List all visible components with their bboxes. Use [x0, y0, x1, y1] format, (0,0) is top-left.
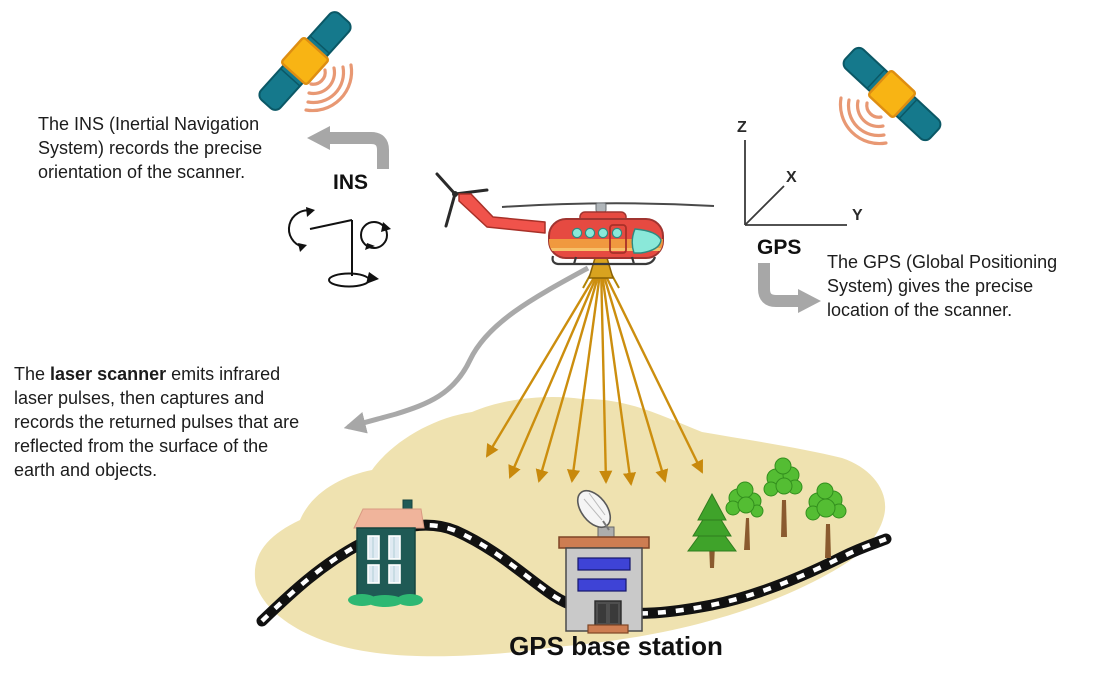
signal-waves-icon	[304, 63, 354, 113]
callout-curve-arrow	[343, 265, 590, 434]
ins-label: INS	[333, 171, 369, 194]
axis-x-label: X	[786, 169, 797, 186]
landing-skids	[551, 255, 657, 266]
pine-tree-icon	[687, 492, 737, 568]
base-station-label: GPS base station	[509, 631, 723, 661]
ins-description: The INS (Inertial Navigation System) rec…	[38, 114, 263, 182]
axis-y-label: Y	[852, 207, 863, 224]
ins-callout-arrow-icon	[307, 126, 389, 169]
laser-description-prefix: The	[14, 364, 51, 384]
tree-icon	[805, 482, 847, 558]
gyroscope-icon	[287, 207, 391, 288]
helicopter-icon	[435, 172, 715, 266]
axis-z-label: Z	[737, 119, 747, 136]
gps-base-station-building	[558, 489, 650, 634]
gps-label: GPS	[757, 236, 802, 259]
house-icon	[348, 499, 425, 607]
coordinate-axes-icon	[744, 140, 847, 226]
laser-beam-arrows	[485, 265, 704, 486]
signal-waves-icon	[838, 96, 888, 146]
laser-description-term: laser scanner	[50, 364, 167, 384]
laser-description-rest: emits infrared laser pulses, then captur…	[14, 364, 300, 480]
satellite-icon	[838, 46, 942, 146]
tree-icon	[725, 481, 764, 550]
satellite-icon	[258, 11, 354, 113]
windows	[571, 227, 623, 239]
tree-icon	[763, 457, 803, 537]
cockpit-glass	[631, 228, 662, 254]
gps-description: The GPS (Global Positioning System) give…	[827, 252, 1058, 320]
satellite-dish-icon	[576, 489, 615, 538]
laser-scanner-description: The laser scanner emits infrared laser p…	[14, 362, 310, 482]
grass	[348, 594, 423, 607]
gps-callout-arrow-icon	[758, 263, 821, 313]
trees	[687, 457, 847, 568]
